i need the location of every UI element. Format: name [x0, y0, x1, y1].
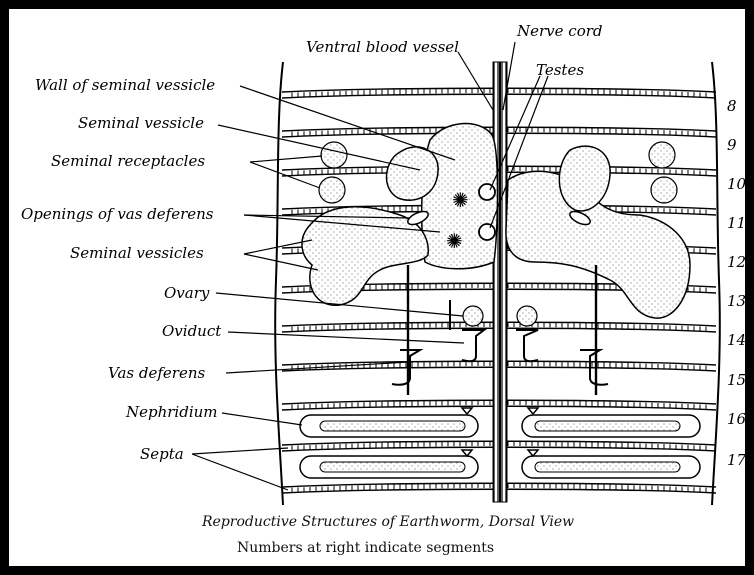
- label-seminal-vessicle: Seminal vessicle: [78, 115, 204, 132]
- caption-note: Numbers at right indicate segments: [237, 540, 494, 556]
- label-oviduct: Oviduct: [162, 323, 221, 340]
- segment-number: 17: [727, 452, 746, 469]
- segment-number: 12: [727, 254, 746, 271]
- segment-number: 11: [727, 215, 746, 232]
- caption-title: Reproductive Structures of Earthworm, Do…: [202, 514, 574, 530]
- funnel-upper: ✺: [452, 188, 469, 212]
- seminal-receptacle-left-10: [319, 177, 345, 203]
- nephrostome-left-16: [462, 408, 472, 414]
- segment-number: 9: [727, 137, 737, 154]
- segment-number: 8: [727, 98, 737, 115]
- seminal-receptacle-right-10: [651, 177, 677, 203]
- label-nerve-cord: Nerve cord: [517, 23, 603, 40]
- label-wall-of-seminal-vessicle: Wall of seminal vessicle: [35, 77, 215, 94]
- nephridium-right-16-inner: [535, 421, 680, 431]
- body-wall-left: [275, 62, 283, 505]
- seminal-vessicle-right-lobe: [559, 146, 610, 211]
- label-testes: Testes: [536, 62, 584, 79]
- label-vas-deferens: Vas deferens: [108, 365, 205, 382]
- ovary-right: [517, 306, 537, 326]
- label-ovary: Ovary: [164, 285, 209, 302]
- seminal-receptacle-left-9: [321, 142, 347, 168]
- segment-number: 14: [727, 332, 746, 349]
- label-nephridium: Nephridium: [126, 404, 218, 421]
- ovary-left: [463, 306, 483, 326]
- segment-number: 15: [727, 372, 746, 389]
- label-seminal-receptacles: Seminal receptacles: [51, 153, 205, 170]
- label-openings-of-vas-deferens: Openings of vas deferens: [21, 206, 214, 223]
- testis-lower: [479, 224, 495, 240]
- segment-number: 16: [727, 411, 746, 428]
- label-septa: Septa: [140, 446, 184, 463]
- oviduct-left: [462, 330, 484, 361]
- seminal-receptacle-right-9: [649, 142, 675, 168]
- label-ventral-blood-vessel: Ventral blood vessel: [306, 39, 459, 56]
- oviduct-right: [516, 330, 538, 361]
- nephridium-left-16-inner: [320, 421, 465, 431]
- testis-upper: [479, 184, 495, 200]
- nephrostome-left-17: [462, 450, 472, 456]
- nephrostome-right-16: [528, 408, 538, 414]
- segment-number: 10: [727, 176, 746, 193]
- nephridium-right-17-inner: [535, 462, 680, 472]
- body-wall-right: [712, 62, 720, 505]
- nephridium-left-17-inner: [320, 462, 465, 472]
- nephrostome-right-17: [528, 450, 538, 456]
- funnel-lower: ✺: [446, 229, 463, 253]
- label-seminal-vessicles: Seminal vessicles: [70, 245, 204, 262]
- segment-number: 13: [727, 293, 746, 310]
